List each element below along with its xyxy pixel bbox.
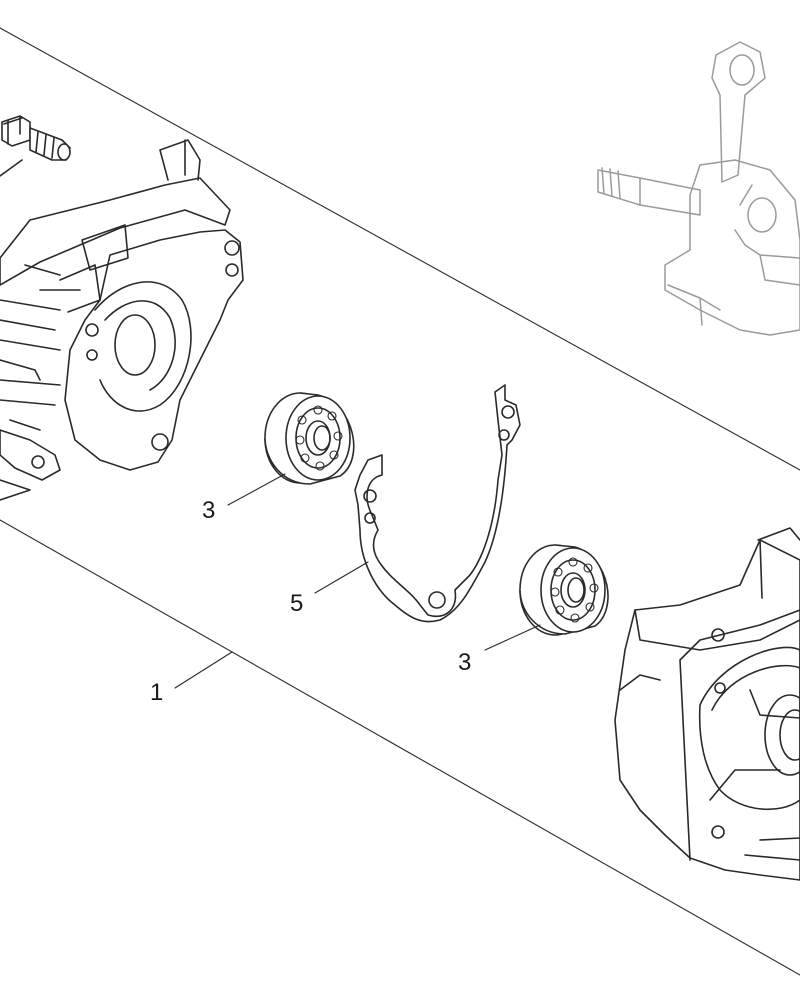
crankcase-half-left — [0, 139, 244, 501]
crankcase-half-right — [614, 527, 800, 881]
callout-bearing-upper: 3 — [202, 497, 215, 524]
callout-gasket: 5 — [290, 590, 303, 617]
assembly-boundary — [0, 27, 800, 976]
callout-crankcase-assembly: 1 — [150, 679, 163, 706]
callout-bearing-lower: 3 — [458, 649, 471, 676]
bearing-lower — [519, 544, 609, 636]
bearing-upper — [264, 392, 355, 485]
bolt — [0, 115, 71, 177]
leader-lines — [174, 473, 541, 689]
crankshaft-reference — [597, 41, 800, 336]
gasket — [354, 384, 521, 623]
